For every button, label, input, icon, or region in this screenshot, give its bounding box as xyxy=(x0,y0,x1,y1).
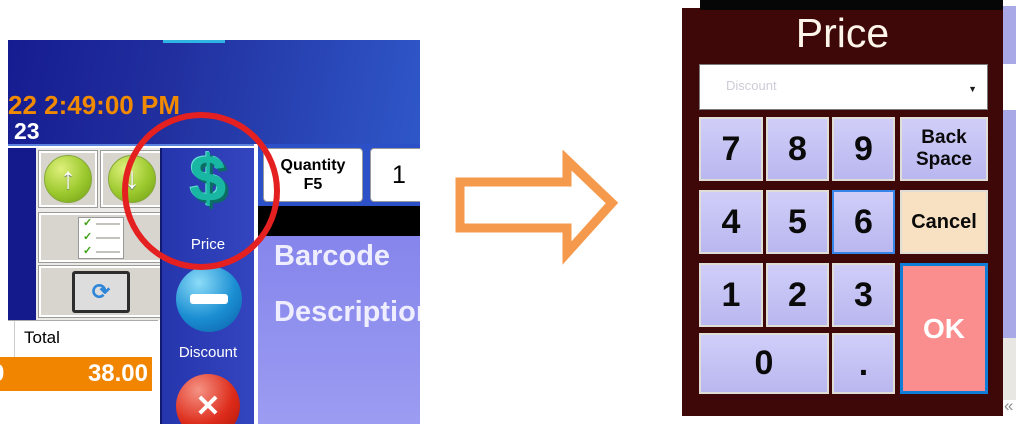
list-line xyxy=(96,236,121,239)
window-top-bar xyxy=(700,0,1003,10)
backspace-line1: Back xyxy=(921,127,967,149)
void-x-button[interactable]: ✕ xyxy=(176,374,240,424)
backspace-button[interactable]: Back Space xyxy=(900,117,988,181)
list-line xyxy=(96,222,121,225)
price-dialog: Price Discount ▼ 7 8 9 Back Space 4 5 6 … xyxy=(682,8,1003,416)
quantity-button-hotkey: F5 xyxy=(303,176,323,193)
total-amount-row: 0 38.00 xyxy=(0,357,152,391)
discount-minus-icon xyxy=(176,266,242,332)
up-arrow-icon: ↑ xyxy=(44,155,92,203)
background-edge-strip xyxy=(1003,6,1016,338)
column-divider xyxy=(14,321,15,358)
scroll-up-button[interactable]: ↑ xyxy=(38,150,98,208)
key-9[interactable]: 9 xyxy=(832,117,895,181)
check-glyph: ✓ xyxy=(83,217,93,229)
quantity-button-label: Quantity xyxy=(280,156,346,174)
customer-display-button[interactable]: ⟳ xyxy=(38,265,164,318)
separator xyxy=(254,144,258,424)
key-1[interactable]: 1 xyxy=(699,263,763,327)
item-detail-panel: Barcode Description xyxy=(258,236,420,424)
key-decimal[interactable]: . xyxy=(832,333,895,394)
description-label: Description xyxy=(274,296,420,328)
total-label: Total xyxy=(24,328,60,347)
left-edge-strip xyxy=(8,148,36,320)
check-glyph: ✓ xyxy=(83,231,93,243)
divider-bar xyxy=(258,206,420,236)
total-amount: 38.00 xyxy=(87,360,148,387)
checklist-icon: ✓ ✓ ✓ xyxy=(78,216,124,259)
key-5[interactable]: 5 xyxy=(766,190,829,254)
annotation-arrow xyxy=(455,150,619,265)
display-sync-icon: ⟳ xyxy=(72,270,130,313)
header-accent-line xyxy=(163,40,225,43)
cancel-button[interactable]: Cancel xyxy=(900,190,988,254)
check-glyph: ✓ xyxy=(83,245,93,257)
price-dropdown[interactable]: Discount ▼ xyxy=(699,64,988,110)
sync-glyph: ⟳ xyxy=(75,273,127,310)
key-8[interactable]: 8 xyxy=(766,117,829,181)
datetime-text: 22 2:49:00 PM xyxy=(8,90,180,120)
key-6[interactable]: 6 xyxy=(832,190,895,254)
dropdown-arrow-icon: ▼ xyxy=(968,84,977,94)
ok-button[interactable]: OK xyxy=(900,263,988,394)
key-2[interactable]: 2 xyxy=(766,263,829,327)
background-edge-gray xyxy=(1003,338,1016,400)
x-icon: ✕ xyxy=(195,389,221,423)
key-4[interactable]: 4 xyxy=(699,190,763,254)
backspace-line2: Space xyxy=(916,149,972,170)
key-7[interactable]: 7 xyxy=(699,117,763,181)
quantity-button[interactable]: Quantity F5 xyxy=(263,148,363,202)
pos-header: 22 2:49:00 PM 23 xyxy=(8,40,420,146)
transaction-area: Quantity F5 1 Barcode Description xyxy=(258,144,420,424)
list-line xyxy=(96,250,121,253)
dialog-title: Price xyxy=(795,10,890,56)
quantity-value-field[interactable]: 1 xyxy=(370,148,420,202)
background-edge-white xyxy=(1003,64,1016,110)
clipped-digit: 0 xyxy=(0,360,4,388)
minus-bar xyxy=(190,294,228,304)
page-anchor-glyph: « xyxy=(1004,396,1014,415)
dropdown-ghost-text: Discount xyxy=(726,78,777,93)
item-list-button[interactable]: ✓ ✓ ✓ xyxy=(38,212,164,263)
pos-window: 22 2:49:00 PM 23 ↑ ↓ ✓ ✓ ✓ ⟳ xyxy=(8,40,420,424)
key-0[interactable]: 0 xyxy=(699,333,829,394)
barcode-label: Barcode xyxy=(274,240,391,272)
key-3[interactable]: 3 xyxy=(832,263,895,327)
annotation-circle xyxy=(122,112,280,270)
discount-button-label: Discount xyxy=(178,344,238,361)
receipt-number: 23 xyxy=(14,118,40,144)
